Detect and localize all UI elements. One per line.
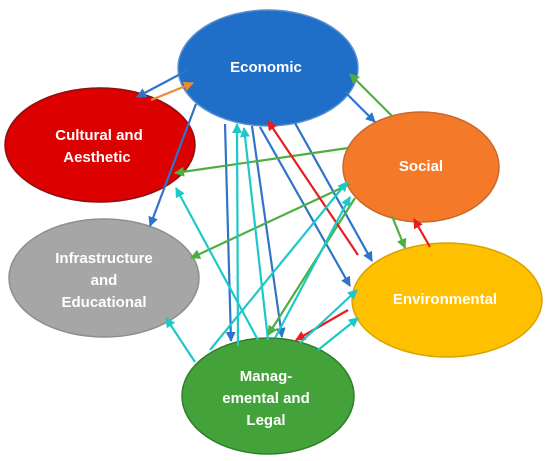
arrow-social-to-managemental xyxy=(267,197,356,336)
arrow-economic-to-environmental-1 xyxy=(259,126,351,287)
arrow-managemental-to-economic-1 xyxy=(232,123,243,347)
label-infrastructure-line2: and xyxy=(91,272,118,289)
arrow-managemental-to-social-2 xyxy=(274,196,351,339)
arrow-economic-to-infrastructure xyxy=(148,103,198,227)
label-managemental-line1: Manag- xyxy=(240,368,293,385)
arrow-social-to-economic xyxy=(349,73,393,117)
nodes-layer xyxy=(4,9,543,455)
arrow-environmental-to-social xyxy=(413,218,431,248)
label-cultural-line2: Aesthetic xyxy=(63,149,131,166)
arrows-layer xyxy=(136,69,431,363)
label-cultural-line1: Cultural and xyxy=(55,127,143,144)
node-environmental xyxy=(351,242,543,358)
arrow-environmental-to-managemental xyxy=(295,309,349,341)
label-managemental-line3: Legal xyxy=(246,412,285,429)
label-managemental-line2: emental and xyxy=(222,390,310,407)
arrow-social-to-cultural xyxy=(174,146,349,177)
label-infrastructure-line1: Infrastructure xyxy=(55,250,153,267)
node-infrastructure xyxy=(8,218,200,338)
arrow-economic-to-cultural xyxy=(136,69,189,98)
label-environmental: Environmental xyxy=(393,291,497,308)
arrow-economic-to-social xyxy=(344,91,376,123)
arrow-social-to-infrastructure xyxy=(190,183,351,259)
labels-layer: Economic Cultural and Aesthetic Social I… xyxy=(55,59,497,429)
arrow-cultural-to-economic xyxy=(150,81,194,102)
arrow-managemental-to-environmental-1 xyxy=(299,289,358,344)
node-cultural xyxy=(4,87,196,203)
arrow-managemental-to-cultural xyxy=(175,187,259,341)
label-infrastructure-line3: Educational xyxy=(61,294,146,311)
arrow-environmental-to-economic xyxy=(267,120,359,256)
label-social: Social xyxy=(399,158,443,175)
arrow-managemental-to-environmental-2 xyxy=(317,317,359,351)
arrow-social-to-environmental xyxy=(390,215,407,249)
arrow-economic-to-managemental-1 xyxy=(223,123,236,342)
arrow-managemental-to-social-1 xyxy=(209,181,348,351)
arrow-managemental-to-economic-2 xyxy=(240,127,270,341)
arrow-managemental-to-infrastructure xyxy=(165,317,196,363)
label-economic: Economic xyxy=(230,59,302,76)
